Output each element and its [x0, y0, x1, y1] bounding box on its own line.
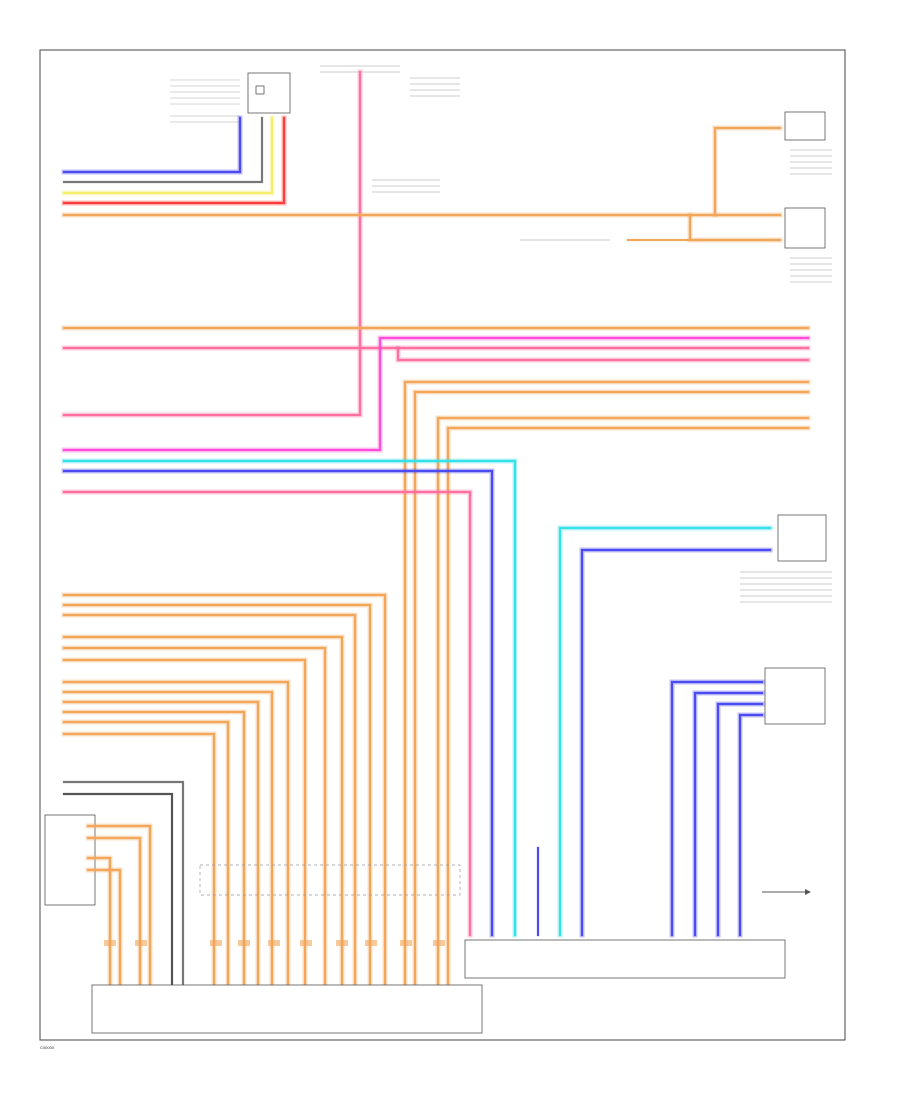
- left-bottom-component: [44, 814, 96, 906]
- shield-box: [199, 864, 461, 896]
- right-connector-d: [764, 667, 826, 725]
- top-right-text: [520, 149, 832, 283]
- right-connector-c-text: [740, 571, 832, 603]
- top-right-connector-a: [784, 111, 826, 141]
- right-connector-c: [777, 514, 827, 562]
- pink-trunk-wire: [62, 70, 362, 417]
- diagram-frame: [39, 49, 846, 1041]
- diagram-code: C00000: [40, 1045, 55, 1050]
- blue-wire-left: [62, 469, 494, 937]
- cyan-wire-right: [558, 526, 772, 937]
- top-left-component: [170, 72, 291, 123]
- cyan-wire-left: [62, 459, 517, 937]
- connector-ticks: [104, 940, 445, 946]
- orange-vertical-group-right: [402, 379, 811, 988]
- left-bottom-orange: [85, 823, 153, 988]
- blue-wire-right: [580, 548, 772, 937]
- top-right-connector-b: [784, 207, 826, 249]
- gray-wire-b: [62, 792, 174, 987]
- orange-bus-wire: [62, 213, 782, 242]
- magenta-wire: [62, 336, 810, 452]
- right-blue-stack: [669, 679, 765, 938]
- pink-wire-492: [62, 490, 472, 937]
- top-center-component: [320, 65, 460, 193]
- orange-vertical-group-left: [61, 592, 388, 988]
- bottom-control-module: [91, 984, 483, 1034]
- gray-wire-a: [62, 780, 185, 987]
- top-left-wires: [61, 115, 287, 206]
- bottom-module-outline: [464, 939, 786, 979]
